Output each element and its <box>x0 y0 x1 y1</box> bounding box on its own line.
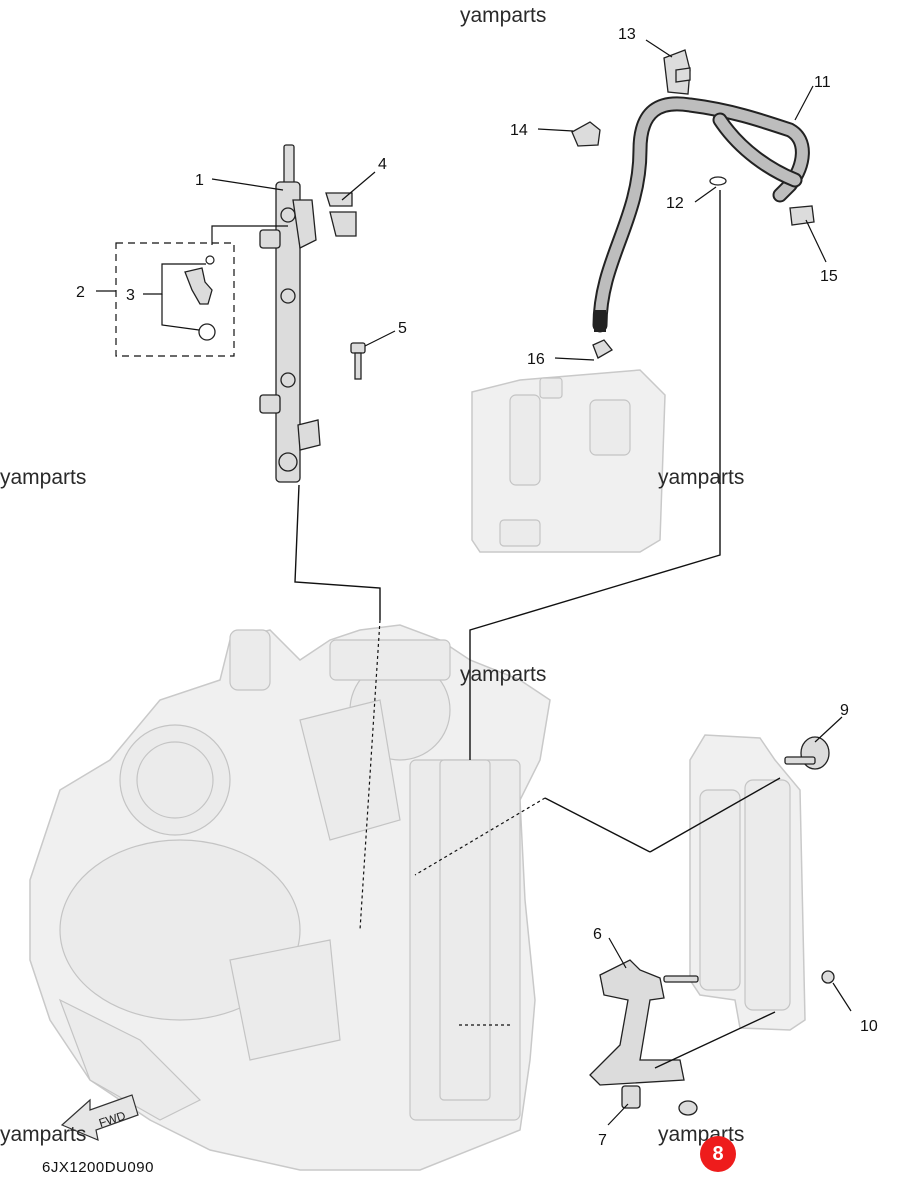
nut-part-8 <box>678 1100 698 1116</box>
callout-2: 2 <box>76 284 85 301</box>
fuel-hose-part-11 <box>592 96 810 333</box>
callout-6: 6 <box>593 926 602 943</box>
injector-kit-box <box>115 242 235 357</box>
figure-code: 6JX1200DU090 <box>42 1159 154 1176</box>
fuel-rail-assembly <box>259 144 321 483</box>
fuel-module-ghost <box>689 734 806 1031</box>
callout-16: 16 <box>527 351 545 368</box>
callout-5: 5 <box>398 320 407 337</box>
cylinder-head-ghost <box>471 369 666 553</box>
bolt-part-9 <box>784 736 830 770</box>
nut-part-10 <box>821 970 835 984</box>
clip-part-15 <box>789 205 815 226</box>
watermark-bottom-left: yamparts <box>0 1123 86 1146</box>
connection-lines <box>294 190 781 1069</box>
callout-11: 11 <box>814 74 831 91</box>
leader-lines <box>96 39 852 1126</box>
bolt-part-5 <box>350 342 366 380</box>
clamp-part-14 <box>571 121 601 147</box>
callout-1: 1 <box>195 172 204 189</box>
page-badge: 8 <box>700 1136 736 1172</box>
clip-part-4 <box>325 192 357 237</box>
engine-block-ghost <box>29 624 551 1171</box>
callout-4: 4 <box>378 156 387 173</box>
callout-12: 12 <box>666 195 684 212</box>
callout-3: 3 <box>126 287 135 304</box>
injector-part-3 <box>184 255 216 341</box>
callout-13: 13 <box>618 26 636 43</box>
clip-part-13 <box>663 49 691 95</box>
callout-7: 7 <box>598 1132 607 1149</box>
clamp-part-12 <box>709 176 727 186</box>
callout-15: 15 <box>820 268 838 285</box>
callout-10: 10 <box>860 1018 878 1035</box>
watermark-center: yamparts <box>460 663 546 686</box>
callout-labels: 1 2 3 4 5 6 7 9 10 11 12 13 14 15 16 <box>76 26 878 1149</box>
watermark-right: yamparts <box>658 466 744 489</box>
clip-part-16 <box>592 339 613 359</box>
bracket-part-6 <box>589 959 699 1086</box>
callout-9: 9 <box>840 702 849 719</box>
callout-14: 14 <box>510 122 528 139</box>
watermark-top: yamparts <box>460 4 546 27</box>
bolt-part-7 <box>621 1085 641 1109</box>
watermark-left: yamparts <box>0 466 86 489</box>
